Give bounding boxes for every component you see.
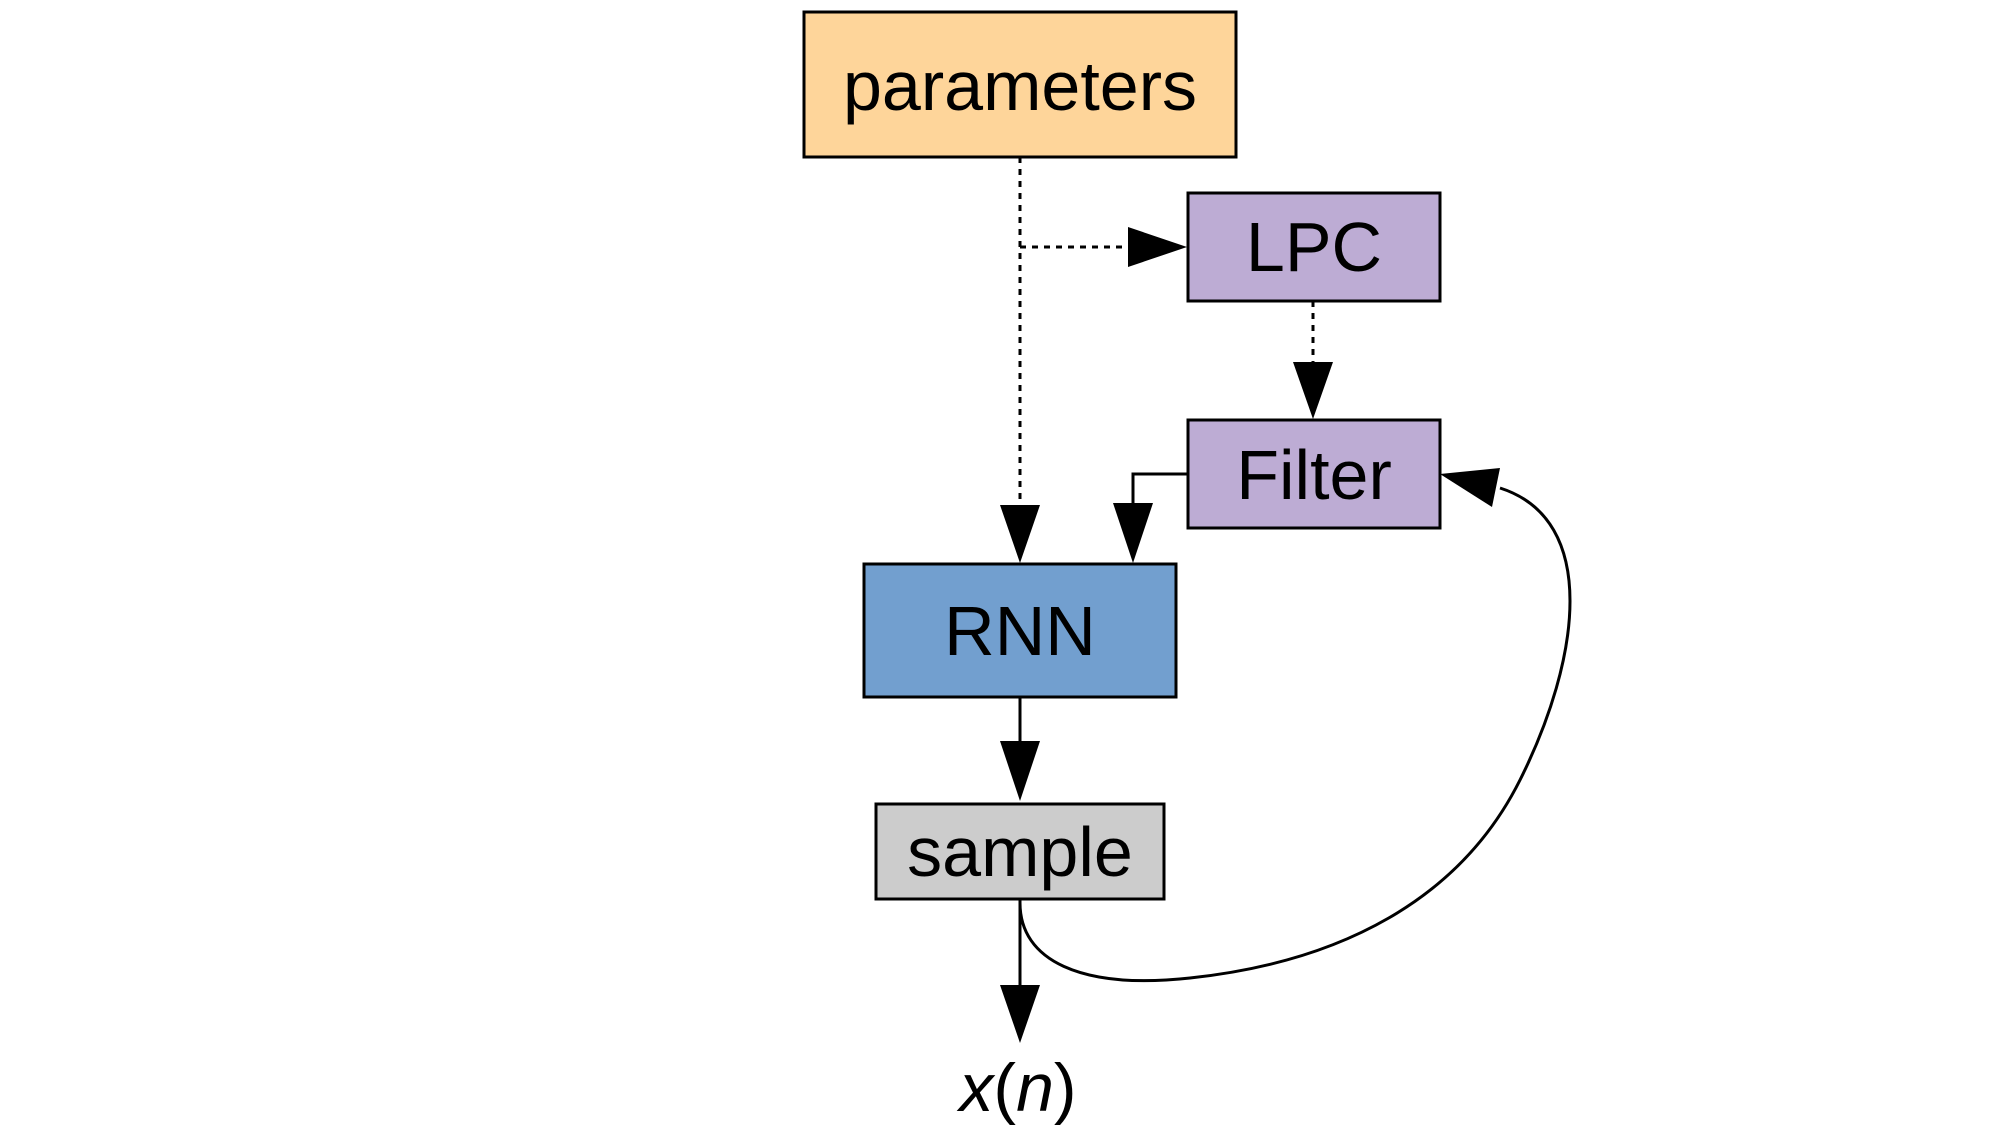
output-arg: n	[1016, 1050, 1054, 1126]
arrowhead-parameters-to-rnn	[1000, 505, 1040, 563]
node-rnn: RNN	[862, 562, 1178, 699]
arrowhead-sample-to-output	[1000, 985, 1040, 1043]
node-sample: sample	[874, 802, 1166, 901]
rnn-box	[862, 562, 1178, 699]
node-filter: Filter	[1186, 418, 1442, 530]
node-lpc: LPC	[1186, 191, 1442, 303]
edge-sample-to-filter-feedback	[1018, 486, 1572, 983]
sample-box	[874, 802, 1166, 901]
parameters-box	[802, 10, 1238, 159]
arrowhead-filter-to-rnn	[1113, 503, 1153, 563]
lpc-label: LPC	[1246, 208, 1382, 286]
arrowhead-rnn-to-sample	[1000, 741, 1040, 801]
filter-label: Filter	[1236, 436, 1392, 514]
arrowhead-parameters-to-lpc	[1128, 227, 1187, 267]
rnn-label: RNN	[944, 592, 1096, 670]
filter-box	[1186, 418, 1442, 530]
edges	[1000, 157, 1572, 1043]
arrowhead-sample-to-filter-feedback	[1440, 468, 1500, 507]
arrowhead-lpc-to-filter	[1293, 362, 1333, 419]
sample-label: sample	[907, 813, 1133, 891]
output-var: x	[956, 1050, 995, 1126]
output-label: x(n)	[956, 1050, 1076, 1126]
node-parameters: parameters	[802, 10, 1238, 159]
parameters-label: parameters	[843, 47, 1197, 125]
edge-filter-to-rnn	[1131, 472, 1188, 505]
output-close-paren: )	[1054, 1050, 1077, 1126]
output-open-paren: (	[993, 1050, 1016, 1126]
lpc-box	[1186, 191, 1442, 303]
